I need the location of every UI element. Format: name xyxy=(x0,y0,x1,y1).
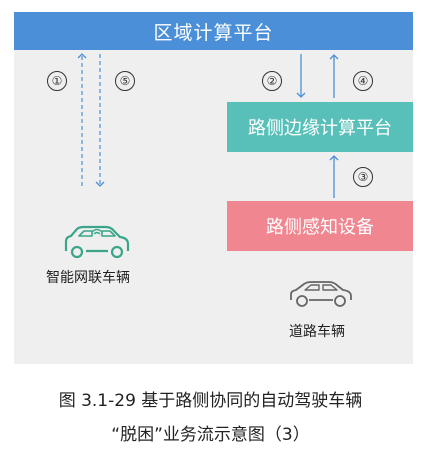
roadside-edge-computing-platform: 路侧边缘计算平台 xyxy=(227,102,413,152)
step-4-marker: ④ xyxy=(353,71,373,91)
roadside-sensing-device: 路侧感知设备 xyxy=(227,201,413,251)
diagram-background xyxy=(14,12,413,364)
connected-vehicle-label: 智能网联车辆 xyxy=(46,270,130,286)
step-2-marker: ② xyxy=(262,71,282,91)
figure-caption-line1: 图 3.1-29 基于路侧协同的自动驾驶车辆 xyxy=(58,391,363,411)
step-3-marker: ③ xyxy=(353,167,373,187)
step-5-marker: ⑤ xyxy=(115,71,135,91)
edge-platform-label: 路侧边缘计算平台 xyxy=(248,118,392,139)
step-1-marker: ① xyxy=(47,71,67,91)
regional-computing-platform: 区域计算平台 xyxy=(14,12,413,50)
connected-car-icon xyxy=(64,225,130,259)
figure-caption-line2: “脱困”业务流示意图（3） xyxy=(111,425,310,445)
road-car-icon xyxy=(290,281,352,307)
regional-platform-label: 区域计算平台 xyxy=(153,21,274,44)
device-label: 路侧感知设备 xyxy=(266,217,374,238)
road-vehicle-label: 道路车辆 xyxy=(289,324,345,340)
